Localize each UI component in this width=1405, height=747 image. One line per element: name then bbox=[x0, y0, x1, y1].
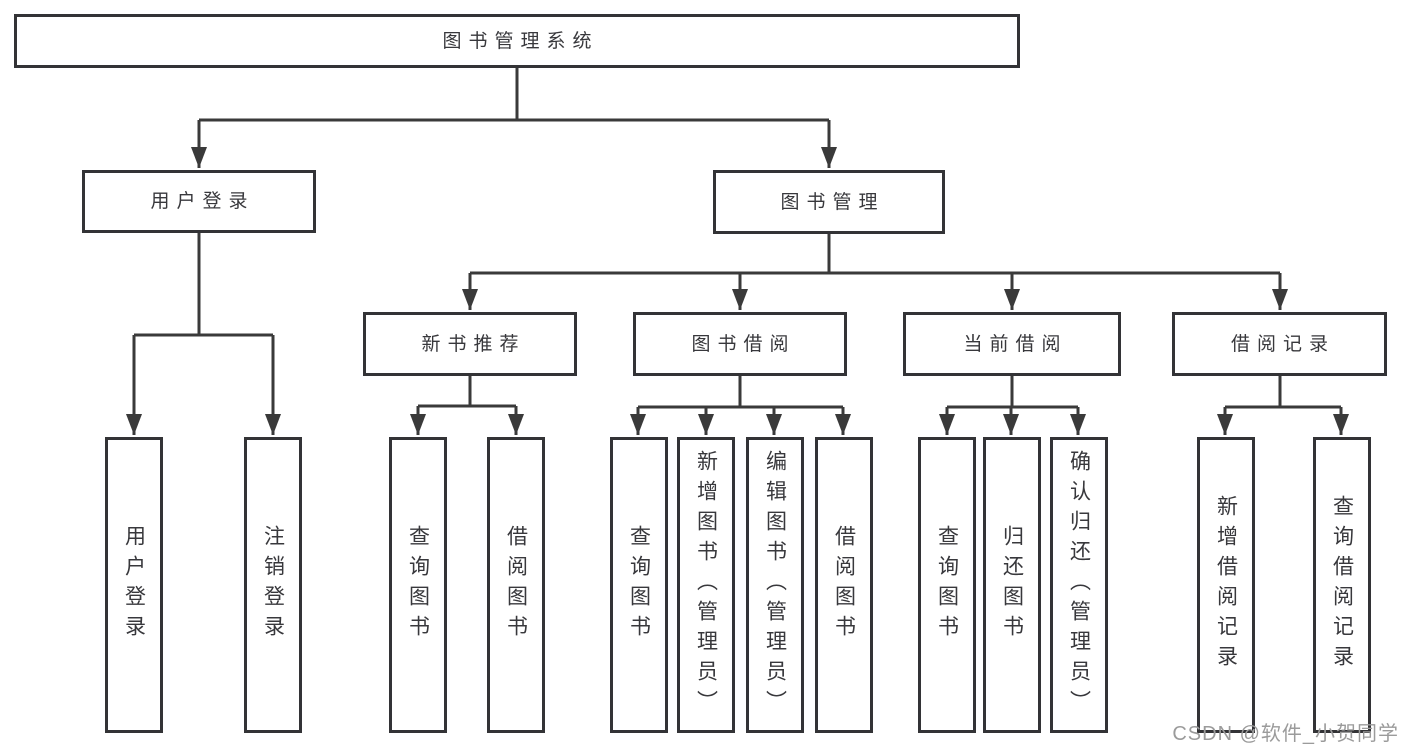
node-label: 图书管理 bbox=[780, 191, 885, 213]
node-label: 查询图书 bbox=[627, 525, 651, 645]
node-book-borrow: 图书借阅 bbox=[633, 312, 847, 376]
node-current-borrow: 当前借阅 bbox=[903, 312, 1121, 376]
connector-book-management-children bbox=[462, 234, 1288, 310]
node-label: 当前借阅 bbox=[963, 333, 1068, 355]
node-user-login: 用户登录 bbox=[82, 170, 316, 233]
node-leaf-br-query-record: 查询借阅记录 bbox=[1313, 437, 1371, 733]
node-leaf-bb-borrow-books: 借阅图书 bbox=[815, 437, 873, 733]
node-leaf-cb-return-books: 归还图书 bbox=[983, 437, 1041, 733]
node-label: 新增借阅记录 bbox=[1214, 495, 1238, 675]
connector-borrow-records-children bbox=[1217, 376, 1349, 435]
node-label: 注销登录 bbox=[261, 525, 285, 645]
node-label: 借阅图书 bbox=[832, 525, 856, 645]
node-label: 图书借阅 bbox=[691, 333, 796, 355]
connector-current-borrow-children bbox=[939, 376, 1086, 435]
node-label: 编辑图书（管理员） bbox=[763, 450, 787, 720]
node-label: 新增图书（管理员） bbox=[694, 450, 718, 720]
node-leaf-cb-query-books: 查询图书 bbox=[918, 437, 976, 733]
node-label: 借阅记录 bbox=[1230, 333, 1335, 355]
node-leaf-br-add-record: 新增借阅记录 bbox=[1197, 437, 1255, 733]
node-new-book-recommend: 新书推荐 bbox=[363, 312, 577, 376]
node-label: 确认归还（管理员） bbox=[1067, 450, 1091, 720]
node-label: 查询借阅记录 bbox=[1330, 495, 1354, 675]
connector-root-to-level2 bbox=[191, 68, 837, 168]
node-leaf-bb-query-books: 查询图书 bbox=[610, 437, 668, 733]
node-leaf-nb-query-books: 查询图书 bbox=[389, 437, 447, 733]
node-label: 归还图书 bbox=[1000, 525, 1024, 645]
connector-book-borrow-children bbox=[630, 376, 851, 435]
node-label: 查询图书 bbox=[406, 525, 430, 645]
node-leaf-cb-confirm-return-admin: 确认归还（管理员） bbox=[1050, 437, 1108, 733]
node-book-management: 图书管理 bbox=[713, 170, 945, 234]
node-leaf-logout: 注销登录 bbox=[244, 437, 302, 733]
node-library-management-system: 图书管理系统 bbox=[14, 14, 1020, 68]
node-leaf-nb-borrow-books: 借阅图书 bbox=[487, 437, 545, 733]
node-label: 用户登录 bbox=[150, 191, 255, 212]
node-leaf-bb-edit-books-admin: 编辑图书（管理员） bbox=[746, 437, 804, 733]
node-borrow-records: 借阅记录 bbox=[1172, 312, 1387, 376]
node-label: 新书推荐 bbox=[421, 333, 526, 355]
node-label: 图书管理系统 bbox=[442, 30, 599, 52]
node-label: 用户登录 bbox=[122, 525, 146, 645]
connector-user-login-children bbox=[126, 233, 281, 435]
connector-new-book-recommend-children bbox=[410, 376, 524, 435]
node-label: 借阅图书 bbox=[504, 525, 528, 645]
node-leaf-bb-add-books-admin: 新增图书（管理员） bbox=[677, 437, 735, 733]
watermark: CSDN @软件_小贺同学 bbox=[1172, 723, 1399, 745]
node-label: 查询图书 bbox=[935, 525, 959, 645]
node-leaf-user-login: 用户登录 bbox=[105, 437, 163, 733]
